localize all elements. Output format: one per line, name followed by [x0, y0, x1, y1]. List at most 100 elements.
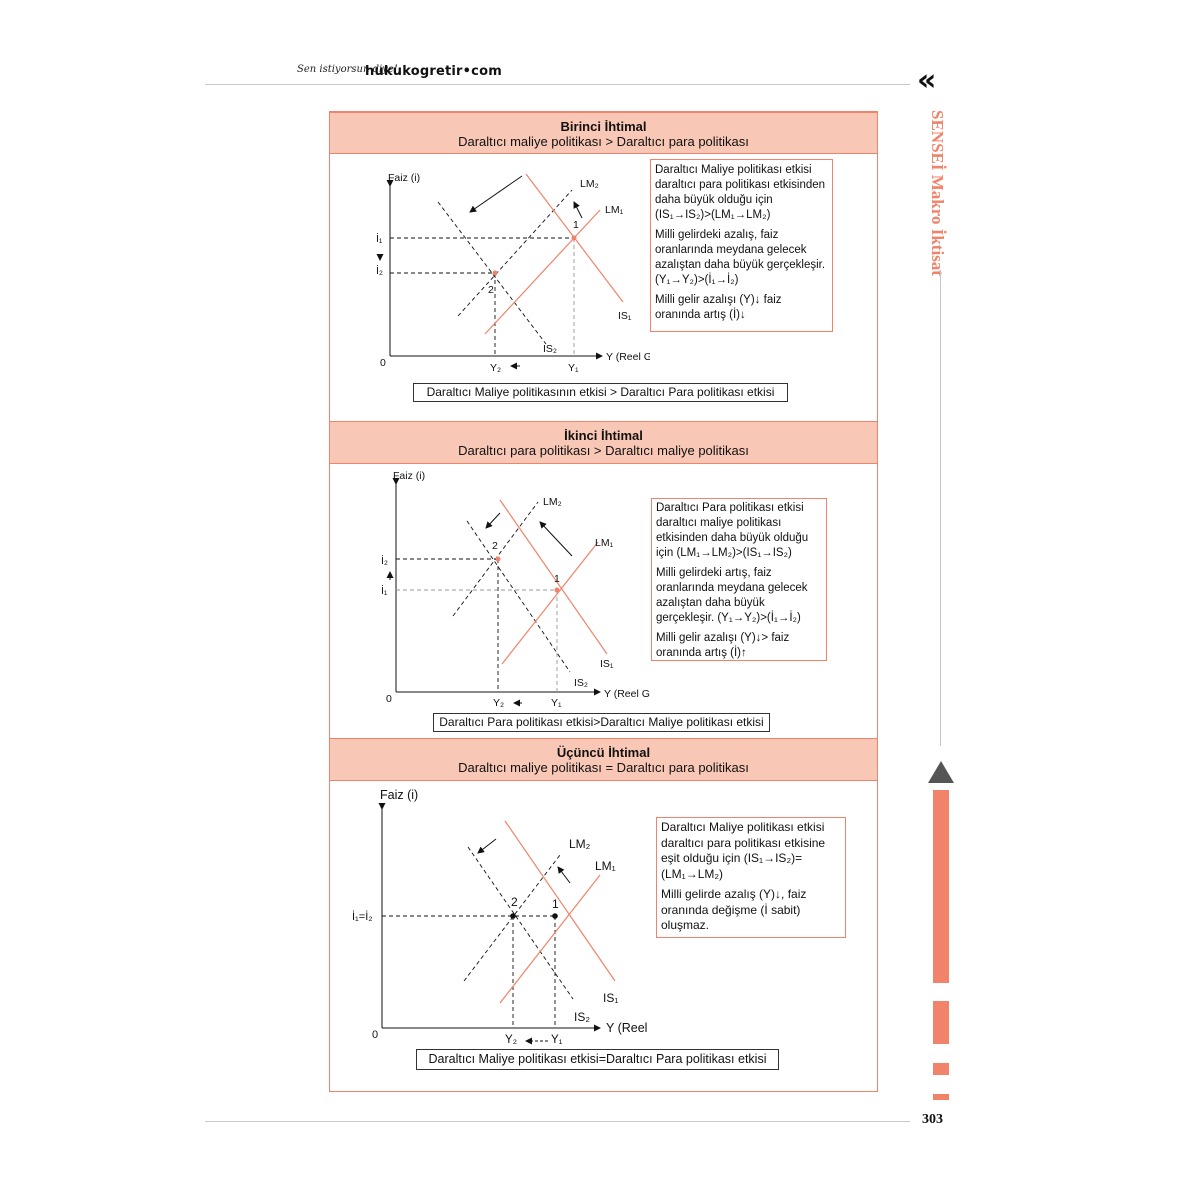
note-paragraph: Milli gelirdeki artış, faiz oranlarında …: [656, 567, 808, 624]
double-chevron-left-icon[interactable]: «: [917, 63, 937, 98]
sidebar-book-title-text: SENSEİ Makro İktisat: [928, 110, 947, 276]
point-label: 1: [554, 573, 560, 585]
y-axis-label: Faiz (i): [388, 172, 420, 184]
graph-axes: [392, 478, 601, 696]
curve-label: IS₁: [618, 310, 632, 322]
note-paragraph: Daraltıcı Maliye politikası etkisi daral…: [661, 820, 826, 881]
shift-arrow: [557, 866, 571, 884]
note-paragraph: Daraltıcı Maliye politikası etkisi daral…: [655, 164, 826, 221]
origin-label: 0: [386, 693, 392, 705]
explanation-note: Daraltıcı Para politikası etkisi daraltı…: [651, 498, 827, 661]
sidebar-progress-bar: [933, 790, 949, 983]
equilibrium-point: [495, 556, 501, 562]
section-header: Üçüncü İhtimal Daraltıcı maliye politika…: [330, 738, 877, 781]
curve-label: IS₂: [574, 1010, 590, 1024]
output-label: Y₂: [505, 1034, 517, 1046]
output-label: Y₂: [490, 362, 501, 374]
x-axis-label: Y (Reel GSYİH-Çıktı-Gelir): [606, 1021, 650, 1035]
lm1-curve: [501, 541, 599, 665]
section-title: İkinci İhtimal: [564, 428, 643, 443]
islm-graph: Faiz (i) Y (Reel GSYİH-Çıktı-Gelir) 0 2 …: [381, 470, 650, 709]
note-paragraph: Milli gelirdeki azalış, faiz oranlarında…: [655, 229, 826, 286]
output-label: Y₁: [568, 362, 579, 374]
x-axis-label: Y (Reel GSYİH-Çıktı-Gelir): [606, 350, 650, 363]
section-title: Birinci İhtimal: [560, 119, 647, 134]
note-paragraph: Milli gelirde azalış (Y)↓, faiz oranında…: [661, 887, 807, 932]
equilibrium-point: [554, 587, 560, 593]
guide-lines: [396, 558, 499, 692]
graph-axes: [386, 180, 603, 360]
explanation-note: Daraltıcı Maliye politikası etkisi daral…: [656, 817, 846, 938]
section-title: Üçüncü İhtimal: [556, 745, 651, 760]
islm-graph: Faiz (i) Y (Reel GSYİH-Çıktı-Gelir) 0 2 …: [352, 788, 650, 1046]
sidebar-progress-segment: [933, 1094, 949, 1100]
guide-lines: [390, 237, 573, 356]
shift-arrow: [477, 838, 497, 854]
lm2-curve: [457, 189, 573, 317]
sidebar-book-title: SENSEİ Makro İktisat: [927, 110, 951, 276]
lm1-curve: [484, 209, 601, 335]
islm-graph: Faiz (i) Y (Reel GSYİH-Çıktı-Gelir) 0 1 …: [376, 172, 650, 374]
interest-label: İ₂: [381, 554, 388, 567]
curve-label: IS₁: [600, 658, 614, 670]
y-axis-label: Faiz (i): [380, 788, 418, 802]
section-header: İkinci İhtimal Daraltıcı para politikası…: [330, 421, 877, 464]
shift-arrow: [539, 521, 573, 557]
is2-curve: [467, 846, 574, 1000]
sidebar-progress-segment: [933, 1063, 949, 1075]
is1-curve: [504, 820, 616, 982]
equilibrium-point: [571, 235, 577, 241]
is1-curve: [499, 499, 608, 655]
comparison-caption: Daraltıcı Maliye politikasının etkisi > …: [413, 383, 788, 402]
comparison-caption: Daraltıcı Para politikası etkisi>Daraltı…: [433, 713, 770, 732]
guide-lines: [382, 915, 556, 1028]
equilibrium-point: [492, 270, 498, 276]
y-axis-label: Faiz (i): [393, 470, 425, 482]
curve-label: LM₂: [569, 837, 591, 851]
curve-label: IS₂: [574, 677, 588, 689]
content-frame: [329, 111, 878, 1092]
section-header: Birinci İhtimal Daraltıcı maliye politik…: [330, 112, 877, 154]
note-paragraph: Milli gelir azalışı (Y)↓> faiz oranında …: [656, 632, 790, 659]
page-number: 303: [922, 1112, 943, 1127]
curve-label: LM₁: [595, 859, 616, 873]
header-divider: [205, 84, 910, 85]
note-paragraph: Daraltıcı Para politikası etkisi daraltı…: [656, 502, 809, 559]
section-subtitle: Daraltıcı maliye politikası > Daraltıcı …: [458, 134, 749, 149]
curve-label: IS₁: [603, 991, 618, 1005]
shift-arrow: [485, 512, 501, 529]
brand-tagline: Sen istiyorsun diye!: [297, 64, 398, 75]
interest-label: İ₁=İ₂: [352, 910, 373, 923]
point-label: 1: [552, 897, 559, 911]
scroll-up-triangle-icon[interactable]: [928, 761, 954, 783]
interest-label: İ₂: [376, 264, 383, 277]
equilibrium-point: [552, 913, 558, 919]
curve-label: LM₁: [605, 204, 624, 216]
is2-curve: [437, 201, 547, 345]
explanation-note: Daraltıcı Maliye politikası etkisi daral…: [650, 159, 833, 332]
footer-divider: [205, 1121, 910, 1122]
equilibrium-point: [510, 913, 516, 919]
section-subtitle: Daraltıcı para politikası > Daraltıcı ma…: [458, 443, 749, 458]
brand-site-name[interactable]: hukukogretir•com: [365, 64, 502, 79]
point-label: 1: [573, 219, 579, 231]
point-label: 2: [488, 284, 494, 296]
comparison-caption: Daraltıcı Maliye politikası etkisi=Daral…: [416, 1049, 779, 1070]
point-label: 2: [492, 540, 498, 552]
section-subtitle: Daraltıcı maliye politikası = Daraltıcı …: [458, 760, 749, 775]
output-label: Y₂: [493, 697, 504, 709]
guide-lines: [396, 589, 558, 692]
curve-label: LM₂: [543, 496, 562, 508]
is2-curve: [466, 520, 571, 673]
curve-label: LM₁: [595, 537, 614, 549]
curve-label: IS₂: [543, 343, 557, 355]
shift-arrow: [573, 201, 583, 219]
output-label: Y₁: [551, 1034, 563, 1046]
origin-label: 0: [372, 1029, 378, 1041]
shift-arrow: [469, 175, 523, 213]
output-label: Y₁: [551, 697, 562, 709]
lm1-curve: [499, 874, 601, 1004]
interest-label: İ₁: [381, 584, 388, 597]
note-paragraph: Milli gelir azalışı (Y)↓ faiz oranında a…: [655, 294, 782, 321]
graph-axes: [378, 803, 601, 1032]
